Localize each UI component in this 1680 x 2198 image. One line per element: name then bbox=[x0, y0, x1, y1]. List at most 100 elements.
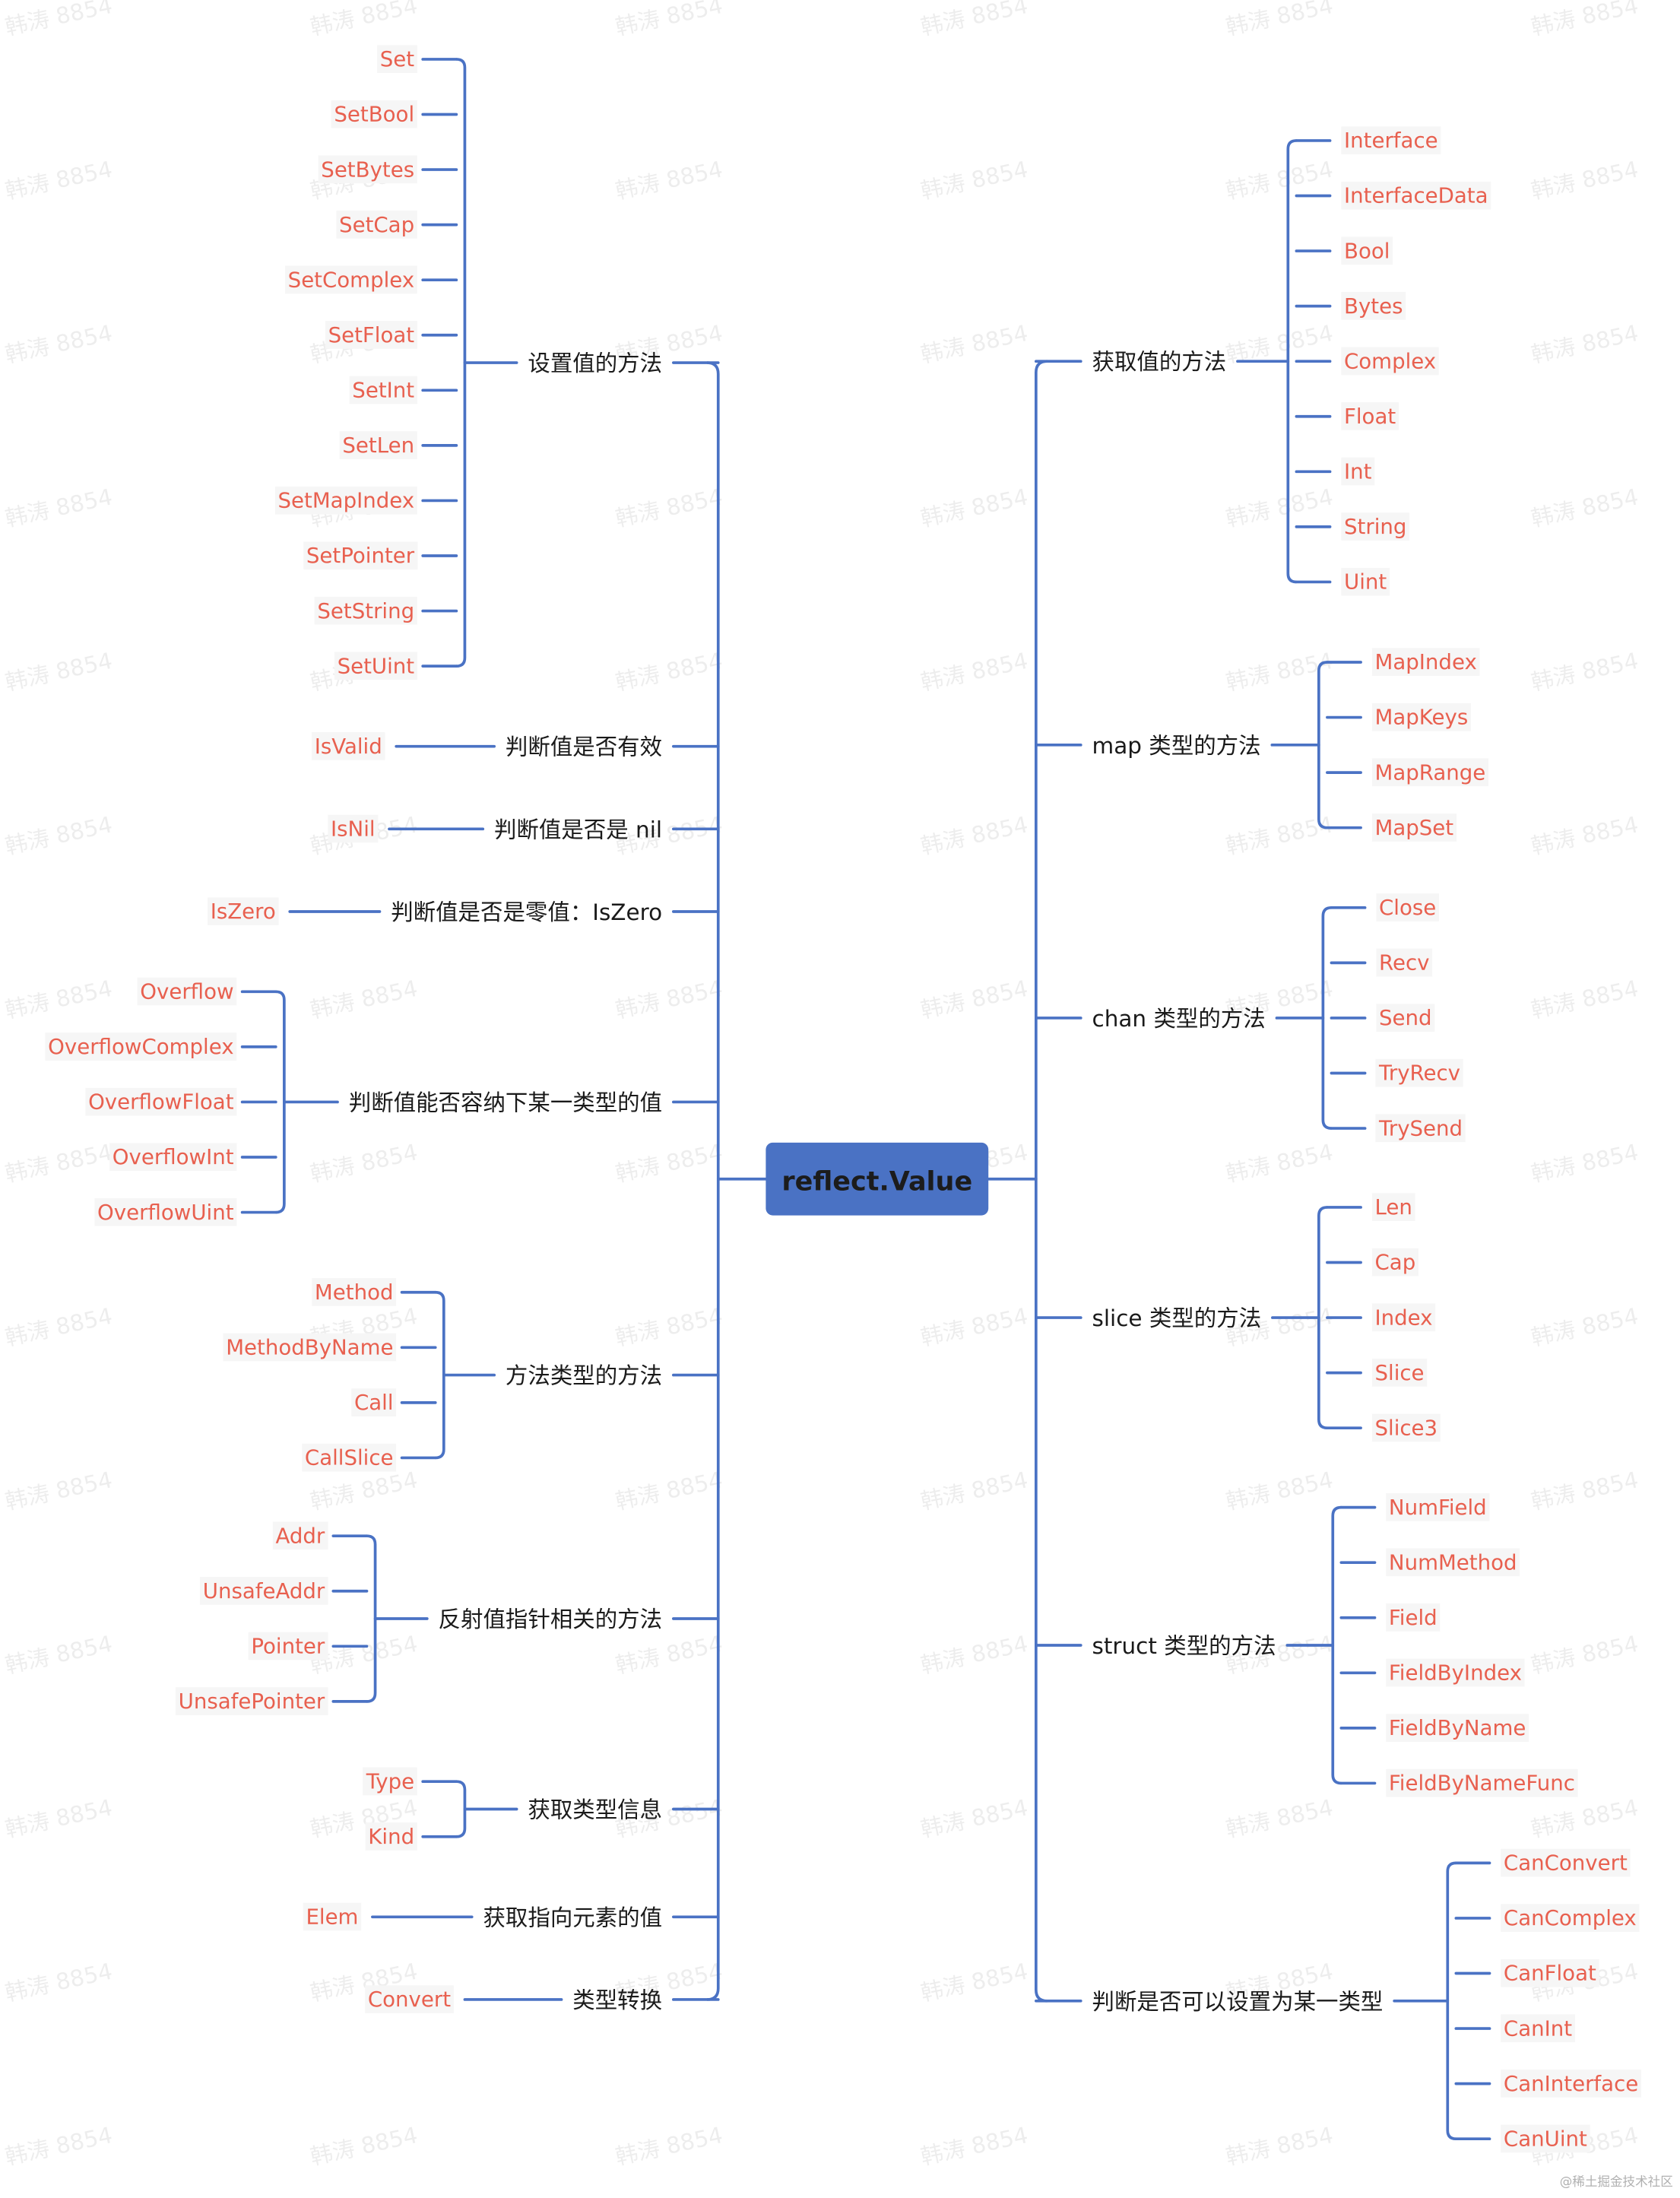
category-node-slice[interactable]: slice 类型的方法 bbox=[1092, 1305, 1261, 1331]
method-node-cancomplex[interactable]: CanComplex bbox=[1501, 1904, 1640, 1933]
method-node-len[interactable]: Len bbox=[1371, 1193, 1415, 1221]
method-node-complex[interactable]: Complex bbox=[1341, 347, 1439, 376]
method-node-kind[interactable]: Kind bbox=[365, 1822, 417, 1851]
method-node-setmapindex[interactable]: SetMapIndex bbox=[274, 486, 417, 515]
method-node-type[interactable]: Type bbox=[363, 1767, 417, 1796]
category-node-struct[interactable]: struct 类型的方法 bbox=[1092, 1633, 1276, 1659]
watermark-text: 韩涛 8854 bbox=[1529, 811, 1640, 859]
method-node-canint[interactable]: CanInt bbox=[1501, 2014, 1575, 2043]
method-node-index[interactable]: Index bbox=[1371, 1303, 1436, 1332]
method-node-fieldbynamefunc[interactable]: FieldByNameFunc bbox=[1386, 1768, 1578, 1797]
method-node-isvalid[interactable]: IsValid bbox=[312, 732, 385, 760]
method-node-slice[interactable]: Slice bbox=[1371, 1358, 1428, 1387]
method-node-overflow[interactable]: Overflow bbox=[137, 977, 237, 1006]
watermark-text: 韩涛 8854 bbox=[1529, 1303, 1640, 1351]
method-node-setuint[interactable]: SetUint bbox=[334, 652, 417, 680]
method-node-unsafeaddr[interactable]: UnsafeAddr bbox=[200, 1577, 328, 1605]
category-node-label[interactable]: 判断值是否有效 bbox=[506, 734, 662, 760]
method-node-bytes[interactable]: Bytes bbox=[1341, 292, 1406, 320]
method-node-field[interactable]: Field bbox=[1386, 1603, 1441, 1632]
method-node-callslice[interactable]: CallSlice bbox=[302, 1443, 397, 1472]
method-node-setstring[interactable]: SetString bbox=[314, 596, 417, 625]
category-node-chan[interactable]: chan 类型的方法 bbox=[1092, 1006, 1265, 1032]
method-label: Index bbox=[1375, 1305, 1433, 1330]
method-node-set[interactable]: Set bbox=[377, 45, 417, 74]
category-node-label[interactable]: 获取类型信息 bbox=[528, 1797, 662, 1823]
category-node-label[interactable]: 类型转换 bbox=[572, 1987, 662, 2013]
method-node-overflowuint[interactable]: OverflowUint bbox=[94, 1197, 237, 1226]
method-node-method[interactable]: Method bbox=[312, 1278, 397, 1306]
category-node-label[interactable]: 获取值的方法 bbox=[1092, 349, 1226, 375]
method-node-uint[interactable]: Uint bbox=[1341, 567, 1390, 596]
method-node-setbytes[interactable]: SetBytes bbox=[318, 155, 417, 184]
method-node-addr[interactable]: Addr bbox=[272, 1521, 328, 1550]
method-node-int[interactable]: Int bbox=[1341, 457, 1375, 486]
category-node-nil[interactable]: 判断值是否是 nil bbox=[494, 817, 662, 842]
method-node-slice3[interactable]: Slice3 bbox=[1371, 1413, 1441, 1442]
category-node-label[interactable]: 判断值能否容纳下某一类型的值 bbox=[349, 1089, 662, 1115]
method-node-recv[interactable]: Recv bbox=[1376, 948, 1433, 977]
method-node-interfacedata[interactable]: InterfaceData bbox=[1341, 181, 1491, 210]
method-node-canfloat[interactable]: CanFloat bbox=[1501, 1959, 1599, 1987]
watermark-text: 韩涛 8854 bbox=[3, 648, 115, 696]
method-node-string[interactable]: String bbox=[1341, 512, 1410, 541]
method-node-nummethod[interactable]: NumMethod bbox=[1386, 1548, 1520, 1577]
method-node-trysend[interactable]: TrySend bbox=[1375, 1114, 1466, 1143]
category-node-label[interactable]: 设置值的方法 bbox=[528, 350, 662, 376]
method-node-convert[interactable]: Convert bbox=[365, 1985, 454, 2014]
method-node-mapset[interactable]: MapSet bbox=[1371, 814, 1457, 842]
method-node-fieldbyname[interactable]: FieldByName bbox=[1386, 1714, 1529, 1742]
method-node-bool[interactable]: Bool bbox=[1341, 236, 1393, 265]
category-node-iszero[interactable]: 判断值是否是零值：IsZero bbox=[391, 899, 662, 925]
method-node-send[interactable]: Send bbox=[1376, 1004, 1435, 1032]
method-node-elem[interactable]: Elem bbox=[303, 1902, 362, 1931]
method-node-overflowint[interactable]: OverflowInt bbox=[109, 1143, 237, 1172]
category-node-label[interactable]: 获取指向元素的值 bbox=[483, 1905, 662, 1930]
method-node-setbool[interactable]: SetBool bbox=[331, 100, 417, 128]
method-node-setcomplex[interactable]: SetComplex bbox=[284, 265, 417, 294]
category-label: 判断值能否容纳下某一类型的值 bbox=[349, 1089, 662, 1115]
method-node-unsafepointer[interactable]: UnsafePointer bbox=[175, 1687, 328, 1715]
method-node-overflowcomplex[interactable]: OverflowComplex bbox=[45, 1032, 237, 1061]
category-node-label[interactable]: 方法类型的方法 bbox=[506, 1363, 662, 1389]
method-node-numfield[interactable]: NumField bbox=[1386, 1492, 1490, 1521]
category-node-label[interactable]: 判断是否可以设置为某一类型 bbox=[1092, 1989, 1383, 2015]
watermark-text: 韩涛 8854 bbox=[613, 156, 725, 204]
method-node-canuint[interactable]: CanUint bbox=[1501, 2124, 1590, 2153]
method-label: FieldByIndex bbox=[1389, 1660, 1522, 1686]
method-node-float[interactable]: Float bbox=[1341, 402, 1399, 430]
method-label-bg bbox=[1371, 1358, 1428, 1387]
watermark-text: 韩涛 8854 bbox=[3, 1467, 115, 1514]
method-node-setpointer[interactable]: SetPointer bbox=[303, 541, 418, 570]
method-node-methodbyname[interactable]: MethodByName bbox=[223, 1333, 397, 1362]
method-node-maprange[interactable]: MapRange bbox=[1371, 758, 1488, 787]
method-label: Method bbox=[315, 1280, 394, 1305]
method-node-isnil[interactable]: IsNil bbox=[328, 814, 379, 843]
method-node-fieldbyindex[interactable]: FieldByIndex bbox=[1386, 1658, 1525, 1687]
method-node-setfloat[interactable]: SetFloat bbox=[325, 321, 417, 349]
method-label: SetFloat bbox=[328, 322, 415, 347]
method-node-mapkeys[interactable]: MapKeys bbox=[1371, 703, 1471, 731]
category-node-label[interactable]: 反射值指针相关的方法 bbox=[439, 1606, 663, 1632]
watermark-text: 韩涛 8854 bbox=[1224, 2122, 1336, 2170]
category-node-map[interactable]: map 类型的方法 bbox=[1092, 733, 1260, 759]
method-label: UnsafeAddr bbox=[203, 1578, 325, 1603]
root-node[interactable]: reflect.Value bbox=[766, 1142, 989, 1216]
method-node-caninterface[interactable]: CanInterface bbox=[1501, 2070, 1641, 2098]
method-node-canconvert[interactable]: CanConvert bbox=[1501, 1848, 1631, 1877]
method-node-mapindex[interactable]: MapIndex bbox=[1371, 648, 1480, 677]
method-node-setcap[interactable]: SetCap bbox=[336, 211, 417, 239]
method-node-interface[interactable]: Interface bbox=[1341, 126, 1441, 155]
method-node-setlen[interactable]: SetLen bbox=[339, 431, 417, 459]
method-node-pointer[interactable]: Pointer bbox=[248, 1632, 328, 1660]
method-label-bg bbox=[94, 1197, 237, 1226]
method-node-call[interactable]: Call bbox=[351, 1388, 397, 1416]
method-node-cap[interactable]: Cap bbox=[1371, 1248, 1418, 1277]
method-node-overflowfloat[interactable]: OverflowFloat bbox=[85, 1087, 237, 1116]
method-label-bg bbox=[1386, 1658, 1525, 1687]
method-label: SetBytes bbox=[321, 157, 414, 182]
method-node-iszero[interactable]: IsZero bbox=[208, 897, 279, 926]
method-node-tryrecv[interactable]: TryRecv bbox=[1375, 1058, 1463, 1087]
method-node-close[interactable]: Close bbox=[1376, 893, 1439, 921]
method-node-setint[interactable]: SetInt bbox=[349, 376, 417, 404]
